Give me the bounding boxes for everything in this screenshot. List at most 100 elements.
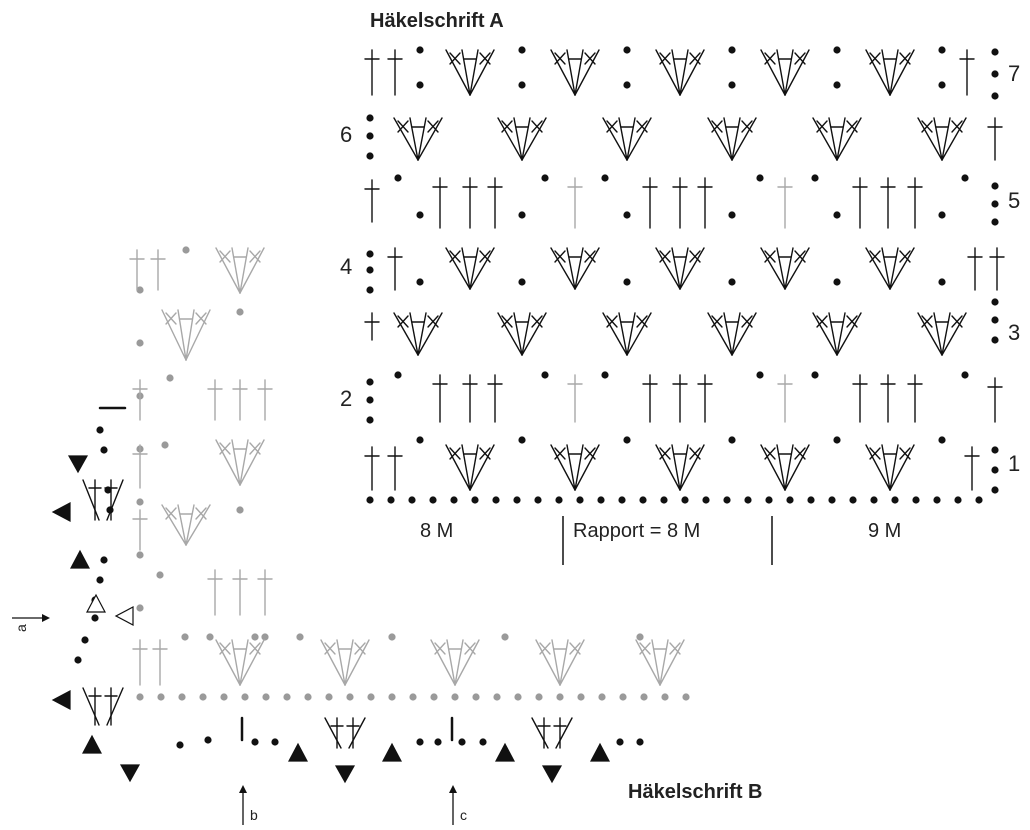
treble-stitch	[672, 374, 688, 423]
row-number-4: 4	[340, 254, 352, 279]
shell-stitch	[760, 247, 810, 290]
treble-stitch	[852, 374, 868, 423]
chain-stitch-dot	[96, 426, 104, 434]
chain-stitch-dot	[182, 246, 190, 254]
chain-stitch-dot	[514, 693, 522, 701]
chain-stitch-dot	[938, 211, 946, 219]
chain-stitch-dot	[518, 46, 526, 54]
chain-stitch-dot	[236, 308, 244, 316]
chain-stitch-dot	[518, 278, 526, 286]
chain-stitch-dot	[166, 374, 174, 382]
chain-stitch-dot	[450, 496, 458, 504]
chain-stitch-dot	[702, 496, 710, 504]
shell-stitch	[445, 444, 495, 491]
chain-stitch-dot	[577, 693, 585, 701]
chain-stitch-dot	[513, 496, 521, 504]
chain-stitch-dot	[961, 174, 969, 182]
shell-stitch	[550, 247, 600, 290]
chain-stitch-dot	[472, 693, 480, 701]
chain-stitch-dot	[991, 182, 999, 190]
treble-stitch	[132, 444, 148, 489]
row-number-1: 1	[1008, 451, 1020, 476]
treble-cluster	[324, 717, 366, 749]
chain-stitch-dot	[619, 693, 627, 701]
chain-stitch-dot	[623, 46, 631, 54]
chain-stitch-dot	[518, 81, 526, 89]
chain-stitch-dot	[366, 378, 374, 386]
chain-stitch-dot	[366, 250, 374, 258]
chain-stitch-dot	[96, 576, 104, 584]
chain-stitch-dot	[304, 693, 312, 701]
treble-stitch	[462, 374, 478, 423]
picot-triangle	[82, 734, 102, 754]
chain-stitch-dot	[601, 174, 609, 182]
chain-stitch-dot	[756, 174, 764, 182]
chain-stitch-dot	[756, 371, 764, 379]
shell-stitch	[865, 49, 915, 96]
chain-stitch-dot	[933, 496, 941, 504]
chain-stitch-dot	[178, 693, 186, 701]
picot-triangle	[67, 455, 89, 474]
shell-stitch	[393, 312, 443, 356]
chain-stitch-dot	[493, 693, 501, 701]
chain-stitch-dot	[416, 211, 424, 219]
chain-stitch-dot	[429, 496, 437, 504]
treble-stitch	[207, 569, 223, 616]
treble-stitch	[567, 177, 583, 229]
chain-stitch-dot	[251, 738, 259, 746]
treble-stitch	[777, 177, 793, 229]
chain-stitch-dot	[394, 371, 402, 379]
chart-b-symbols	[51, 246, 690, 784]
shell-stitch	[760, 49, 810, 96]
shell-stitch	[760, 444, 810, 491]
chain-stitch-dot	[849, 496, 857, 504]
chain-stitch-dot	[136, 693, 144, 701]
chain-stitch-dot	[91, 614, 99, 622]
chain-stitch-dot	[262, 693, 270, 701]
treble-stitch	[257, 569, 273, 616]
marker-c-label: c	[460, 807, 467, 823]
treble-stitch	[697, 374, 713, 423]
chain-stitch-dot	[451, 693, 459, 701]
treble-stitch	[132, 379, 148, 421]
shell-stitch	[917, 312, 967, 356]
chain-stitch-dot	[416, 46, 424, 54]
chain-stitch-dot	[555, 496, 563, 504]
chain-stitch-dot	[366, 286, 374, 294]
shell-stitch	[497, 312, 547, 356]
picot-triangle	[86, 593, 106, 613]
row-number-7: 7	[1008, 61, 1020, 86]
chain-stitch-dot	[416, 278, 424, 286]
chain-stitch-dot	[366, 152, 374, 160]
chain-stitch-dot	[975, 496, 983, 504]
chain-stitch-dot	[912, 496, 920, 504]
chain-stitch-dot	[811, 174, 819, 182]
treble-stitch	[987, 377, 1003, 423]
chain-stitch-dot	[100, 556, 108, 564]
shell-stitch	[917, 117, 967, 161]
chain-stitch-dot	[828, 496, 836, 504]
treble-stitch	[132, 509, 148, 551]
chain-stitch-dot	[409, 693, 417, 701]
chain-stitch-dot	[991, 218, 999, 226]
chain-stitch-dot	[991, 70, 999, 78]
chart-a-title: Häkelschrift A	[370, 10, 504, 32]
chain-stitch-dot	[492, 496, 500, 504]
chain-stitch-dot	[891, 496, 899, 504]
marker-a: a	[12, 614, 50, 632]
chain-stitch-dot	[220, 693, 228, 701]
shell-stitch	[865, 444, 915, 491]
chain-stitch-dot	[991, 336, 999, 344]
treble-stitch	[257, 379, 273, 421]
treble-stitch	[232, 569, 248, 616]
chain-stitch-dot	[157, 693, 165, 701]
shell-stitch	[535, 639, 585, 686]
picot-triangle	[114, 606, 134, 626]
treble-stitch	[432, 374, 448, 423]
chain-stitch-dot	[271, 738, 279, 746]
chain-stitch-dot	[501, 633, 509, 641]
treble-stitch	[487, 374, 503, 423]
picot-triangle	[288, 742, 308, 762]
shell-stitch	[865, 247, 915, 290]
chain-stitch-dot	[283, 693, 291, 701]
